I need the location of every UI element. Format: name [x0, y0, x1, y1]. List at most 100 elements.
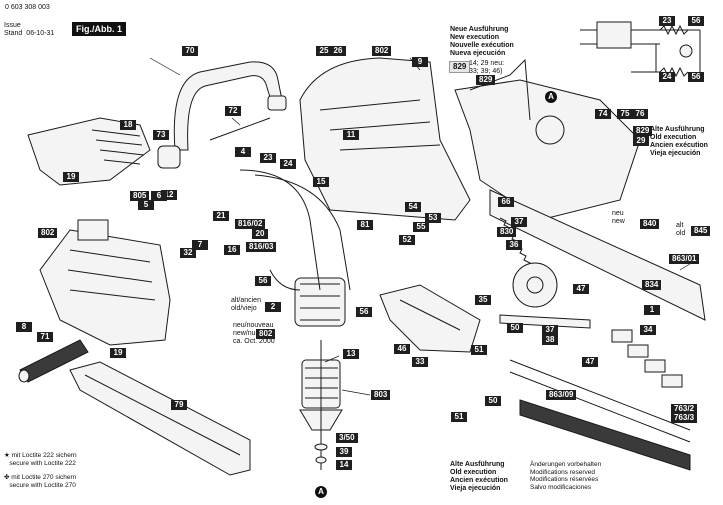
gear-housing — [454, 58, 641, 221]
housing-top — [299, 57, 471, 221]
stand-label: Stand — [4, 30, 23, 37]
part-label-802b: 802 — [38, 228, 58, 238]
part-label-20: 20 — [252, 229, 268, 239]
part-label-75: 75 — [617, 109, 633, 119]
part-label-19b: 19 — [110, 348, 126, 358]
part-label-34: 34 — [640, 325, 656, 335]
part-label-47a: 47 — [573, 284, 589, 294]
loctite-270-note: ✤ mit Loctite 270 sichern secure with Lo… — [4, 474, 77, 489]
part-label-50a: 50 — [507, 323, 523, 333]
part-label-35: 35 — [475, 295, 491, 305]
part-label-32: 32 — [180, 248, 196, 258]
part-label-11: 11 — [343, 130, 359, 140]
part-label-70: 70 — [182, 46, 198, 56]
part-label-13: 13 — [343, 349, 359, 359]
part-label-863-09: 863/09 — [546, 390, 577, 400]
part-label-24: 24 — [280, 159, 296, 169]
cables — [239, 169, 351, 291]
housing-left — [39, 219, 171, 346]
alt-ancien-note: alt/ancien old/viejo — [231, 297, 261, 312]
part-label-54: 54 — [405, 202, 421, 212]
part-label-79: 79 — [171, 400, 187, 410]
part-label-37b: 37 — [542, 325, 558, 335]
part-label-76: 76 — [632, 109, 648, 119]
part-label-829c: 829 — [633, 126, 653, 136]
part-label-816-03: 816/03 — [246, 242, 277, 252]
part-label-18: 18 — [120, 120, 136, 130]
part-label-829b: 829 — [476, 75, 496, 85]
issue-date: 06-10-31 — [26, 30, 55, 37]
figure-label: Fig./Abb. 1 — [72, 22, 126, 36]
gear-wheel — [499, 262, 591, 329]
part-label-3-50: 3/50 — [336, 433, 358, 443]
part-label-29: 29 — [633, 136, 649, 146]
part-label-66: 66 — [498, 197, 514, 207]
part-label-763-2: 763/2 — [671, 404, 698, 414]
wiring-label-56b: 56 — [688, 72, 704, 82]
part-label-803: 803 — [371, 390, 391, 400]
base-plate — [379, 284, 481, 353]
part-label-805: 805 — [130, 191, 150, 201]
issue-label: Issue — [4, 22, 21, 29]
part-label-72: 72 — [225, 106, 241, 116]
part-label-840: 840 — [640, 219, 660, 229]
part-label-56b: 56 — [356, 307, 372, 317]
part-label-2: 2 — [265, 302, 281, 312]
wiring-label-23: 23 — [659, 16, 675, 26]
rollers — [611, 329, 683, 388]
part-label-834: 834 — [642, 280, 662, 290]
part-label-74: 74 — [595, 109, 611, 119]
handle-frame — [157, 61, 287, 169]
handle-rail — [69, 361, 251, 476]
marker-a-bottom: A — [315, 486, 327, 498]
wiring-label-56a: 56 — [688, 16, 704, 26]
part-label-51b: 51 — [451, 412, 467, 422]
part-label-50b: 50 — [485, 396, 501, 406]
part-label-15: 15 — [313, 177, 329, 187]
part-label-46: 46 — [394, 344, 410, 354]
armature — [299, 340, 343, 470]
part-label-845: 845 — [691, 226, 711, 236]
part-label-47b: 47 — [582, 357, 598, 367]
wiring-label-24: 24 — [659, 72, 675, 82]
part-label-9: 9 — [412, 57, 428, 67]
part-label-81: 81 — [357, 220, 373, 230]
loctite-222-note: ★ mit Loctite 222 sichern secure with Lo… — [4, 452, 77, 467]
lower-blade — [509, 359, 691, 471]
part-label-6: 6 — [151, 191, 167, 201]
part-label-802c: 802 — [256, 329, 276, 339]
new-execution-note: Neue Ausführung New execution Nouvelle e… — [450, 26, 514, 57]
part-label-5: 5 — [138, 200, 154, 210]
part-label-56a: 56 — [255, 276, 271, 286]
part-label-73: 73 — [153, 130, 169, 140]
document-number: 0 603 308 003 — [5, 4, 50, 11]
part-label-26: 26 — [330, 46, 346, 56]
part-label-829: 829 — [449, 61, 471, 73]
part-label-33: 33 — [412, 357, 428, 367]
part-label-802a: 802 — [372, 46, 392, 56]
wiring-schematic — [580, 21, 701, 78]
part-label-52: 52 — [399, 235, 415, 245]
cover-part — [27, 117, 151, 186]
part-label-4: 4 — [235, 147, 251, 157]
part-label-37a: 37 — [511, 217, 527, 227]
alt-old-note: alt old — [676, 222, 686, 237]
part-label-7: 7 — [192, 240, 208, 250]
marker-a-top: A — [545, 91, 557, 103]
part-label-55: 55 — [413, 222, 429, 232]
part-label-25: 25 — [316, 46, 332, 56]
part-label-21: 21 — [213, 211, 229, 221]
part-label-36: 36 — [506, 240, 522, 250]
neu-new-note: neu new — [612, 210, 625, 225]
part-label-14: 14 — [336, 460, 352, 470]
part-label-71: 71 — [37, 332, 53, 342]
motor-field — [294, 277, 346, 327]
part-label-19a: 19 — [63, 172, 79, 182]
part-label-863-01: 863/01 — [669, 254, 700, 264]
old-execution-note-bottom: Alte Ausführung Old execution Ancien exé… — [450, 461, 508, 492]
part-label-830: 830 — [497, 227, 517, 237]
part-label-1: 1 — [644, 305, 660, 315]
